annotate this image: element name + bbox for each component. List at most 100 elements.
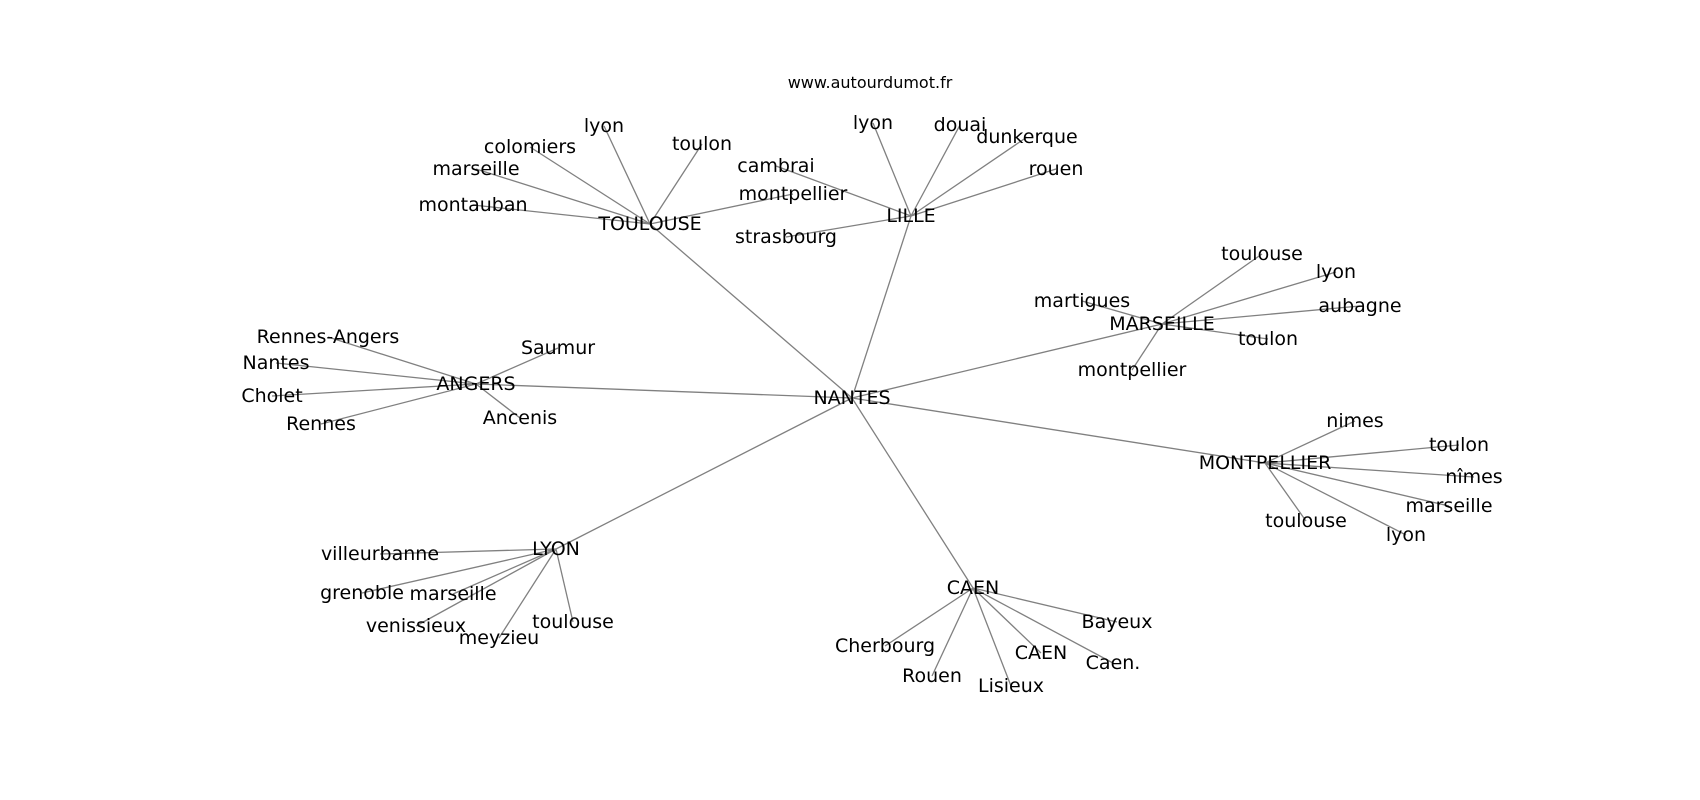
leaf-node-montpellier-marseille-3: marseille <box>1405 495 1492 517</box>
edge-center-toulouse <box>649 223 853 399</box>
leaf-node-marseille-lyon-1: lyon <box>1316 261 1356 283</box>
leaf-node-toulouse-marseille-3: marseille <box>432 158 519 180</box>
edge-angers-saumur-1 <box>475 347 559 385</box>
edge-angers-rennes-angers-0 <box>327 336 477 385</box>
leaf-node-toulouse-montauban-4: montauban <box>418 194 527 216</box>
leaf-node-caen-rouen-4: Rouen <box>902 665 962 687</box>
leaf-node-montpellier-nimes-0: nimes <box>1326 410 1383 432</box>
edge-montpellier-lyon-5 <box>1264 462 1407 536</box>
leaf-node-angers-cholet-3: Cholet <box>241 385 302 407</box>
edge-lyon-toulouse-5 <box>555 548 574 623</box>
edge-montpellier-toulon-1 <box>1264 444 1460 464</box>
edge-layer <box>271 122 1475 687</box>
leaf-node-lille-lyon-0: lyon <box>853 112 893 134</box>
leaf-node-lille-rouen-3: rouen <box>1029 158 1084 180</box>
edge-center-lille <box>851 215 912 399</box>
edge-montpellier-toulouse-4 <box>1264 462 1307 522</box>
edge-lille-rouen-3 <box>910 168 1057 217</box>
edge-marseille-toulon-4 <box>1161 323 1269 340</box>
edge-marseille-montpellier-5 <box>1131 323 1163 371</box>
edge-angers-nantes-2 <box>275 362 477 385</box>
leaf-node-lille-douai-1: douai <box>934 114 987 136</box>
edge-caen-cherbourg-1 <box>884 587 974 647</box>
edge-lille-douai-1 <box>910 124 961 217</box>
leaf-node-caen-lisieux-5: Lisieux <box>978 675 1044 697</box>
leaf-node-angers-rennes-4: Rennes <box>286 413 356 435</box>
edge-center-caen <box>851 397 974 589</box>
edge-toulouse-marseille-3 <box>475 168 651 225</box>
edge-montpellier-marseille-3 <box>1264 462 1450 507</box>
leaf-node-marseille-montpellier-5: montpellier <box>1078 359 1187 381</box>
leaf-node-angers-saumur-1: Saumur <box>521 337 595 359</box>
leaf-node-caen-bayeux-0: Bayeux <box>1082 611 1153 633</box>
edge-toulouse-toulon-1 <box>649 143 703 225</box>
leaf-node-lille-dunkerque-2: dunkerque <box>976 126 1077 148</box>
edge-toulouse-montpellier-5 <box>649 193 794 225</box>
edge-lyon-marseille-2 <box>452 548 557 595</box>
leaf-node-caen-caen-2: CAEN <box>1015 642 1067 664</box>
source-watermark: www.autourdumot.fr <box>788 73 953 92</box>
leaf-node-angers-nantes-2: Nantes <box>243 352 310 374</box>
hub-node-montpellier: MONTPELLIER <box>1199 452 1332 474</box>
leaf-node-angers-ancenis-5: Ancenis <box>483 407 557 429</box>
edge-caen-rouen-4 <box>931 587 974 677</box>
leaf-node-lyon-grenoble-1: grenoble <box>320 582 404 604</box>
leaf-node-lyon-toulouse-5: toulouse <box>532 611 614 633</box>
edge-marseille-martigues-3 <box>1081 300 1163 325</box>
hub-node-caen: CAEN <box>947 577 999 599</box>
edge-toulouse-colomiers-2 <box>529 146 651 225</box>
leaf-node-lille-strasbourg-5: strasbourg <box>735 226 837 248</box>
edge-angers-ancenis-5 <box>475 383 521 419</box>
edge-marseille-aubagne-2 <box>1161 305 1361 325</box>
edge-caen-caen-3 <box>972 587 1114 664</box>
label-layer: NANTESTOULOUSElyontouloncolomiersmarseil… <box>241 112 1502 697</box>
leaf-node-marseille-toulouse-0: toulouse <box>1221 243 1303 265</box>
edge-caen-lisieux-5 <box>972 587 1012 687</box>
edge-center-lyon <box>555 397 853 550</box>
edge-marseille-lyon-1 <box>1161 271 1337 325</box>
edge-lille-dunkerque-2 <box>910 136 1028 217</box>
leaf-node-marseille-toulon-4: toulon <box>1238 328 1298 350</box>
edge-toulouse-montauban-4 <box>472 204 651 225</box>
edge-caen-caen-2 <box>972 587 1042 654</box>
edge-lille-strasbourg-5 <box>785 215 912 238</box>
leaf-node-angers-rennes-angers-0: Rennes-Angers <box>257 326 400 348</box>
edge-lyon-venissieux-3 <box>415 548 557 627</box>
leaf-node-lille-cambrai-4: cambrai <box>737 155 814 177</box>
edge-caen-bayeux-0 <box>972 587 1118 623</box>
leaf-node-lyon-villeurbanne-0: villeurbanne <box>321 543 439 565</box>
edge-center-montpellier <box>851 397 1266 464</box>
leaf-node-montpellier-nimes-2: nîmes <box>1445 466 1502 488</box>
edge-marseille-toulouse-0 <box>1161 253 1263 325</box>
edge-lille-lyon-0 <box>872 122 912 217</box>
leaf-node-toulouse-lyon-0: lyon <box>584 115 624 137</box>
edge-angers-rennes-4 <box>320 383 477 425</box>
edge-toulouse-lyon-0 <box>603 125 651 225</box>
edge-lyon-grenoble-1 <box>361 548 557 594</box>
hub-node-toulouse: TOULOUSE <box>597 213 701 235</box>
edge-montpellier-nimes-0 <box>1264 420 1356 464</box>
leaf-node-toulouse-toulon-1: toulon <box>672 133 732 155</box>
leaf-node-lyon-meyzieu-4: meyzieu <box>459 627 539 649</box>
center-node-label: NANTES <box>813 387 890 409</box>
edge-center-marseille <box>851 323 1163 399</box>
hub-node-lille: LILLE <box>886 205 935 227</box>
edge-lille-cambrai-4 <box>775 165 912 217</box>
leaf-node-marseille-martigues-3: martigues <box>1034 290 1130 312</box>
leaf-node-caen-caen-3: Caen. <box>1086 652 1141 674</box>
edge-lyon-villeurbanne-0 <box>379 548 557 555</box>
leaf-node-lyon-marseille-2: marseille <box>409 583 496 605</box>
leaf-node-lyon-venissieux-3: venissieux <box>366 615 466 637</box>
leaf-node-montpellier-toulouse-4: toulouse <box>1265 510 1347 532</box>
leaf-node-montpellier-toulon-1: toulon <box>1429 434 1489 456</box>
leaf-node-caen-cherbourg-1: Cherbourg <box>835 635 935 657</box>
edge-angers-cholet-3 <box>271 383 477 397</box>
hub-node-marseille: MARSEILLE <box>1109 313 1214 335</box>
edge-lyon-meyzieu-4 <box>498 548 557 639</box>
hub-node-angers: ANGERS <box>436 373 515 395</box>
leaf-node-toulouse-montpellier-5: montpellier <box>739 183 848 205</box>
edge-center-angers <box>475 383 853 399</box>
leaf-node-toulouse-colomiers-2: colomiers <box>484 136 576 158</box>
hub-node-lyon: LYON <box>532 538 580 560</box>
